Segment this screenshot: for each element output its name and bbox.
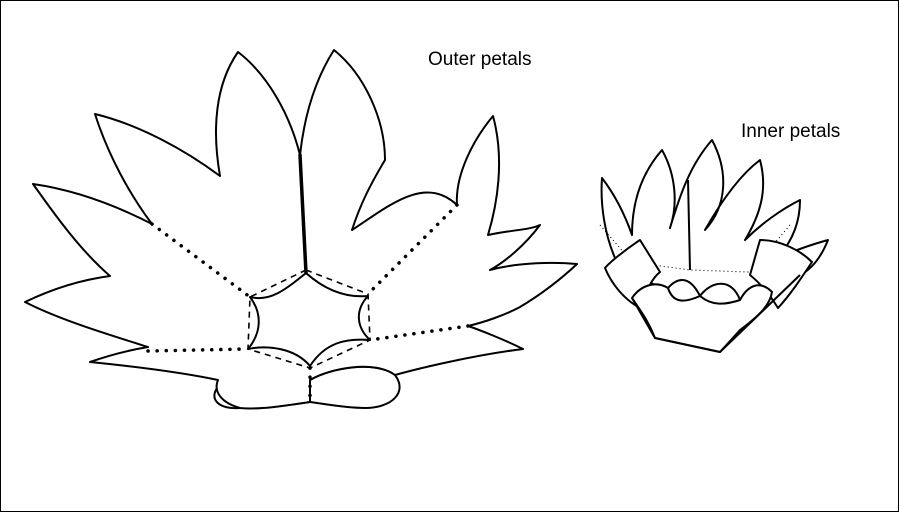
inner-petals-assembled [600, 140, 828, 352]
outer-petals-label: Outer petals [428, 49, 532, 71]
inner-petals-label: Inner petals [741, 121, 840, 143]
outer-petals-template [25, 50, 577, 408]
